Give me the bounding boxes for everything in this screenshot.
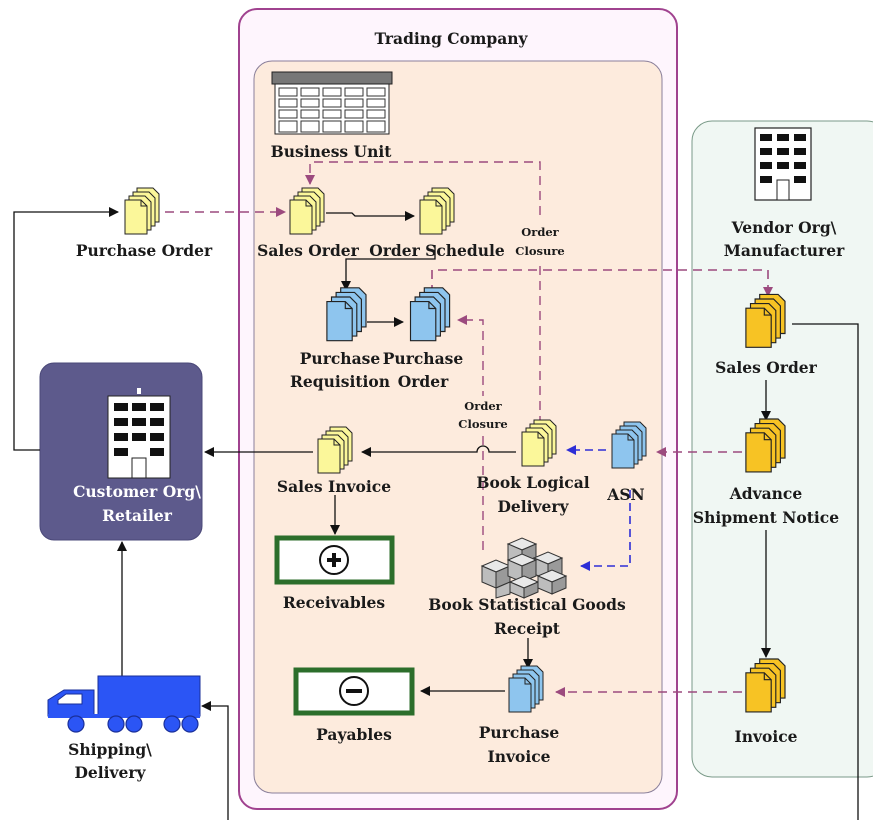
customer-building-icon [107,388,171,479]
payables-box[interactable] [293,667,415,716]
connector-so-to-schedule [326,211,415,221]
asn-vendor-line2: Shipment Notice [693,508,839,527]
sales-order-label: Sales Order [257,241,359,260]
sales-invoice-label: Sales Invoice [277,477,391,496]
bsgr-line2: Receipt [494,619,561,638]
order-closure-top-line2: Closure [515,244,564,258]
trading-company-title: Trading Company [374,29,528,48]
order-schedule-label: Order Schedule [369,241,505,260]
shipping-delivery-line2: Delivery [74,763,146,782]
order-closure-mid-bg [452,396,514,434]
purchase-order-trading-line1: Purchase [383,349,464,368]
receivables-box[interactable] [274,535,395,585]
purchase-requisition-line2: Requisition [290,372,390,391]
purchase-order-doc-icon[interactable] [124,187,160,235]
vendor-invoice-label: Invoice [734,727,797,746]
shipping-delivery-line1: Shipping\ [68,740,152,759]
connector-bld-to-sales-invoice [361,445,516,457]
customer-org-line1: Customer Org\ [73,482,201,501]
business-unit-building-icon [271,71,393,135]
book-logical-delivery-line2: Delivery [497,497,569,516]
order-closure-mid-line2: Closure [458,417,507,431]
vendor-org-line1: Vendor Org\ [731,218,837,237]
order-closure-top-bg [510,220,570,260]
payables-label: Payables [316,725,392,744]
vendor-sales-order-label: Sales Order [715,358,817,377]
connector-vendor-to-shipping [202,323,859,820]
goods-receipt-cubes-icon[interactable] [480,537,568,599]
customer-org-line2: Retailer [102,506,173,525]
asn-vendor-line1: Advance [729,484,803,503]
order-closure-top-line1: Order [521,225,559,239]
vendor-org-line2: Manufacturer [724,241,845,260]
purchase-order-label: Purchase Order [76,241,213,260]
connector-order-closure-mid [457,315,484,550]
connector-schedule-to-requisition [341,245,436,291]
business-unit-label: Business Unit [271,142,393,161]
purchase-requisition-line1: Purchase [300,349,381,368]
connector-order-closure-top [305,161,541,425]
connector-customer-to-po [13,207,119,451]
purchase-invoice-line2: Invoice [487,747,550,766]
truck-icon[interactable] [47,675,201,733]
receivables-label: Receivables [283,593,386,612]
asn-label: ASN [606,485,644,504]
order-closure-mid-line1: Order [464,399,502,413]
purchase-invoice-line1: Purchase [479,723,560,742]
book-logical-delivery-line1: Book Logical [476,473,589,492]
purchase-order-trading-line2: Order [398,372,449,391]
connector-asn-to-bsgr [580,490,631,571]
vendor-building-icon [754,127,812,201]
bsgr-line1: Book Statistical Goods [428,595,626,614]
